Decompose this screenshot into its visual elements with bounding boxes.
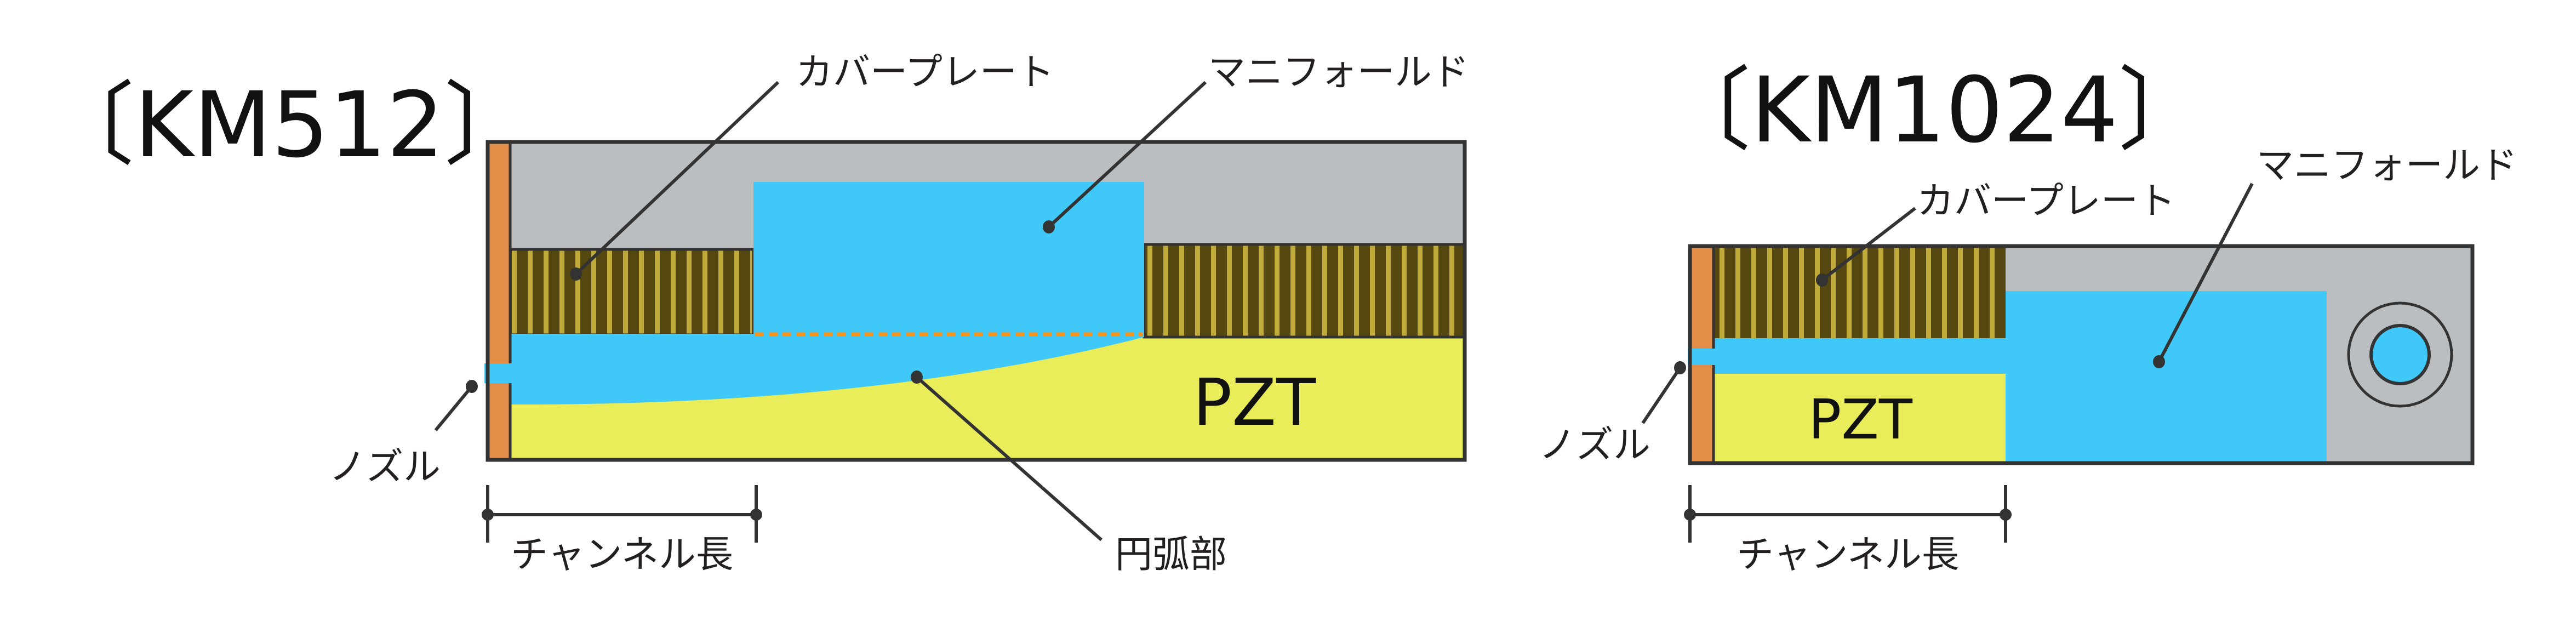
km512-nozzle-leader	[434, 385, 473, 431]
km1024-manifold-dot	[2153, 355, 2165, 368]
km1024-nozzle-label: ノズル	[1539, 424, 1650, 467]
km1024-pzt-block	[1713, 374, 2006, 463]
km512-nozzle-label: ノズル	[329, 446, 441, 489]
km1024-ink-port	[2369, 324, 2431, 385]
km512-pzt-label: PZT	[1193, 364, 1316, 440]
km512-channel-length-label: チャンネル長	[511, 533, 733, 577]
km1024-ink-channel	[1713, 338, 2007, 374]
km512-outline	[486, 140, 1467, 462]
km512-diagram: 〔KM512〕 PZT カバープレート マニフォールド 円弧部 ノズル	[44, 51, 1469, 577]
km512-arc-dot	[911, 371, 923, 384]
km512-arc-label: 円弧部	[1115, 533, 1227, 577]
km1024-nozzle-hole	[1688, 349, 1715, 365]
km1024-cover-dot	[1816, 273, 1828, 287]
km1024-port-outer-ring	[2347, 301, 2453, 408]
km1024-nozzle-leader	[1641, 367, 1682, 424]
km512-cover-dot	[570, 267, 582, 281]
km512-channel-length-bracket	[482, 485, 762, 543]
km1024-diagram: 〔KM1024〕 PZT カバープレート マニフォールド ノズル チャンネル長	[1539, 58, 2517, 577]
km1024-nozzle-dot	[1674, 361, 1686, 374]
km512-nozzle-plate	[486, 140, 512, 461]
km512-manifold	[753, 182, 1144, 336]
km512-manifold-label: マニフォールド	[1208, 51, 1469, 94]
km1024-pzt-label: PZT	[1808, 387, 1913, 452]
km512-manifold-leader	[1047, 81, 1207, 229]
km1024-cover-plate	[1713, 246, 2006, 338]
km512-cover-plate-label: カバープレート	[796, 51, 1054, 94]
km512-cover-leader	[574, 81, 780, 276]
km512-nozzle-dot	[466, 380, 478, 393]
km1024-manifold-label: マニフォールド	[2257, 144, 2517, 187]
km512-title: 〔KM512〕	[44, 72, 535, 178]
km1024-manifold	[2006, 291, 2327, 463]
km1024-cover-plate-label: カバープレート	[1917, 180, 2175, 223]
km512-cover-plate-right	[1143, 243, 1466, 339]
km512-cover-plate-left	[509, 248, 755, 337]
km1024-cover-leader	[1821, 207, 1916, 282]
km512-ink-channel	[510, 334, 1144, 405]
km1024-channel-length-bracket	[1684, 485, 2012, 543]
km1024-title: 〔KM1024〕	[1660, 58, 2208, 163]
km1024-manifold-leader	[2157, 183, 2254, 363]
km1024-channel-length-label: チャンネル長	[1737, 533, 1959, 577]
km512-arc-leader	[916, 375, 1103, 542]
km512-manifold-dot	[1043, 220, 1055, 233]
km1024-outline	[1688, 244, 2475, 465]
